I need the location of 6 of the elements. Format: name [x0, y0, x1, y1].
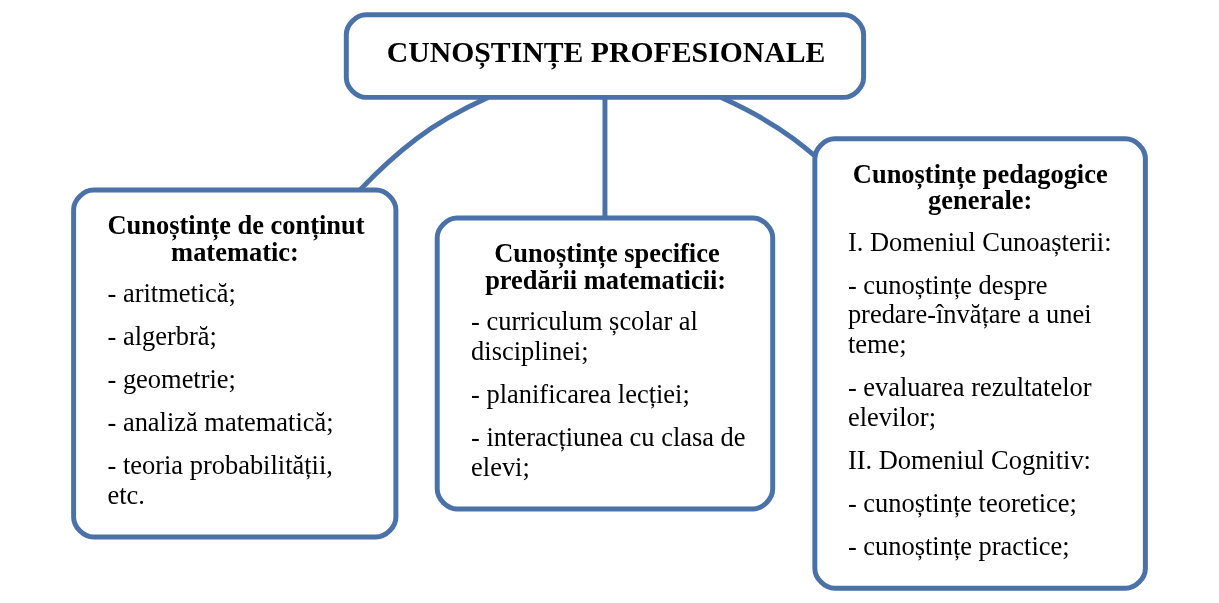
node-box: Cunoștințe de conținut matematic: - aritmetică; - algerbră; - geometrie; - analiză matematică; - teoria probabilității, etc.	[71, 187, 399, 540]
node-box: Cunoștințe specifice predării matematicii: - curriculum școlar al disciplinei; - planificarea lecției; - interacțiunea cu clasa de elevi;	[434, 215, 776, 512]
connector	[602, 97, 608, 219]
node-box: Cunoștințe pedagogice generale: I. Domeniul Cunoașterii: - cunoștințe despre predare-învățare a unei teme; - evaluarea rezultatelor elevilor; II. Domeniul Cognitiv: - cunoștințe teoretice; - cunoștințe practice;	[812, 136, 1148, 591]
node-box: CUNOȘTINȚE PROFESIONALE	[343, 12, 867, 100]
connector	[720, 95, 816, 158]
